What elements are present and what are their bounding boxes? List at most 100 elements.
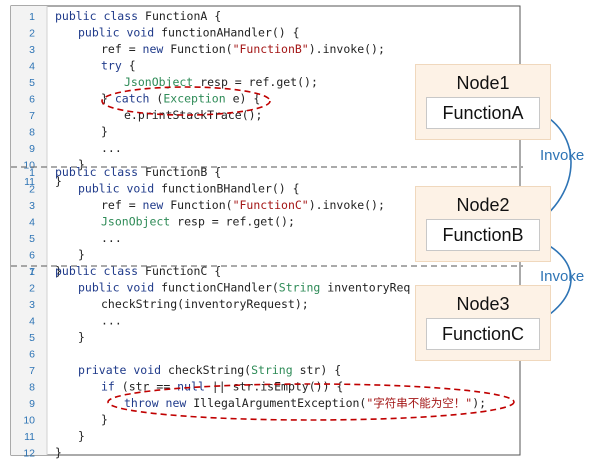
line-number: 11	[24, 176, 35, 188]
line-number: 3	[29, 44, 35, 56]
code-token: JsonObject	[101, 215, 177, 229]
line-number: 2	[29, 184, 35, 196]
code-token: "字符串不能为空！"	[366, 396, 472, 410]
code-line: public void functionAHandler() {	[78, 26, 300, 40]
code-token: ...	[101, 314, 122, 328]
invoke-arrow-a-to-b	[527, 107, 572, 229]
code-token: public class	[55, 264, 145, 278]
code-line: }	[78, 248, 85, 262]
code-token: ref =	[101, 42, 143, 56]
line-number: 3	[29, 200, 35, 212]
line-number: 3	[29, 299, 35, 311]
code-line: }	[101, 413, 108, 427]
code-line: if (str == null || str.isEmpty()) {	[101, 380, 343, 394]
line-number: 6	[29, 250, 35, 262]
code-token: new	[143, 198, 171, 212]
code-token: functionBHandler() {	[161, 182, 299, 196]
code-line: public void functionBHandler() {	[78, 182, 300, 196]
line-number: 1	[29, 11, 35, 23]
code-token: private void	[78, 363, 168, 377]
code-token: ref =	[101, 198, 143, 212]
code-line: throw new IllegalArgumentException("字符串不…	[124, 396, 486, 410]
code-token: ...	[101, 231, 122, 245]
code-token: }	[101, 413, 108, 427]
code-line: }	[78, 429, 85, 443]
code-token: public class	[55, 165, 145, 179]
code-token: public void	[78, 281, 161, 295]
code-token: (str ==	[122, 380, 177, 394]
line-number: 12	[23, 448, 35, 460]
code-token: checkString(inventoryRequest);	[101, 297, 309, 311]
line-number: 1	[29, 167, 35, 179]
code-line: }	[78, 158, 85, 172]
line-number: 7	[29, 266, 35, 278]
code-line: }	[55, 264, 62, 278]
line-number: 8	[29, 127, 35, 139]
code-token: FunctionB {	[145, 165, 221, 179]
line-number: 4	[29, 217, 35, 229]
line-number: 6	[29, 94, 35, 106]
code-line: }	[101, 125, 108, 139]
line-number: 4	[29, 61, 35, 73]
line-number: 5	[29, 77, 35, 89]
code-line: } catch (Exception e) {	[101, 92, 260, 106]
code-token: || str.isEmpty()) {	[212, 380, 344, 394]
line-number: 9	[29, 143, 35, 155]
code-token: JsonObject	[124, 75, 200, 89]
code-token: Exception	[163, 92, 232, 106]
code-line: }	[55, 446, 62, 460]
code-token: FunctionC {	[145, 264, 221, 278]
code-token: IllegalArgumentException(	[193, 396, 366, 410]
code-token: functionAHandler() {	[161, 26, 299, 40]
code-token: }	[78, 429, 85, 443]
code-line: private void checkString(String str) {	[78, 363, 341, 377]
code-line: ...	[101, 231, 122, 245]
code-token: Function(	[170, 198, 232, 212]
code-token: FunctionA {	[145, 9, 221, 23]
code-token: "FunctionC"	[233, 198, 309, 212]
code-line: }	[55, 174, 62, 188]
code-lines: 1 public class FunctionA { 2 public void fu…	[23, 9, 486, 460]
code-token: inventoryReq	[327, 281, 410, 295]
code-token: throw new	[124, 396, 193, 410]
code-token: e.printStackTrace();	[124, 108, 262, 122]
code-line: ref = new Function("FunctionB").invoke()…	[101, 42, 385, 56]
throw-highlight-ellipse	[107, 383, 515, 421]
code-token: ).invoke();	[309, 42, 385, 56]
code-line: try {	[101, 59, 136, 73]
code-token: if	[101, 380, 122, 394]
code-token: }	[55, 446, 62, 460]
code-token: public void	[78, 26, 161, 40]
code-line: ...	[101, 314, 122, 328]
code-token: }	[78, 248, 85, 262]
line-number: 7	[29, 365, 35, 377]
code-line: JsonObject resp = ref.get();	[101, 215, 295, 229]
code-token: }	[55, 174, 62, 188]
line-number: 4	[29, 316, 35, 328]
code-token: resp = ref.get();	[200, 75, 318, 89]
code-token: (	[156, 92, 163, 106]
invoke-arrow-b-to-c	[527, 235, 572, 328]
code-token: }	[101, 92, 115, 106]
code-token: Function(	[170, 42, 232, 56]
code-line: JsonObject resp = ref.get();	[124, 75, 318, 89]
line-number: 5	[29, 332, 35, 344]
code-line: e.printStackTrace();	[124, 108, 262, 122]
code-token: try	[101, 59, 129, 73]
code-line: ref = new Function("FunctionC").invoke()…	[101, 198, 385, 212]
line-number: 10	[23, 415, 35, 427]
line-number: 6	[29, 349, 35, 361]
code-token: }	[78, 158, 85, 172]
code-token: }	[101, 125, 108, 139]
code-token: {	[129, 59, 136, 73]
line-number: 8	[29, 382, 35, 394]
catch-highlight-ellipse	[101, 86, 271, 116]
code-line: public void functionCHandler(String inve…	[78, 281, 410, 295]
line-number: 9	[29, 398, 35, 410]
code-token: new	[143, 42, 171, 56]
code-line: public class FunctionA {	[55, 9, 221, 23]
code-token: String	[279, 281, 327, 295]
code-token: }	[78, 330, 85, 344]
